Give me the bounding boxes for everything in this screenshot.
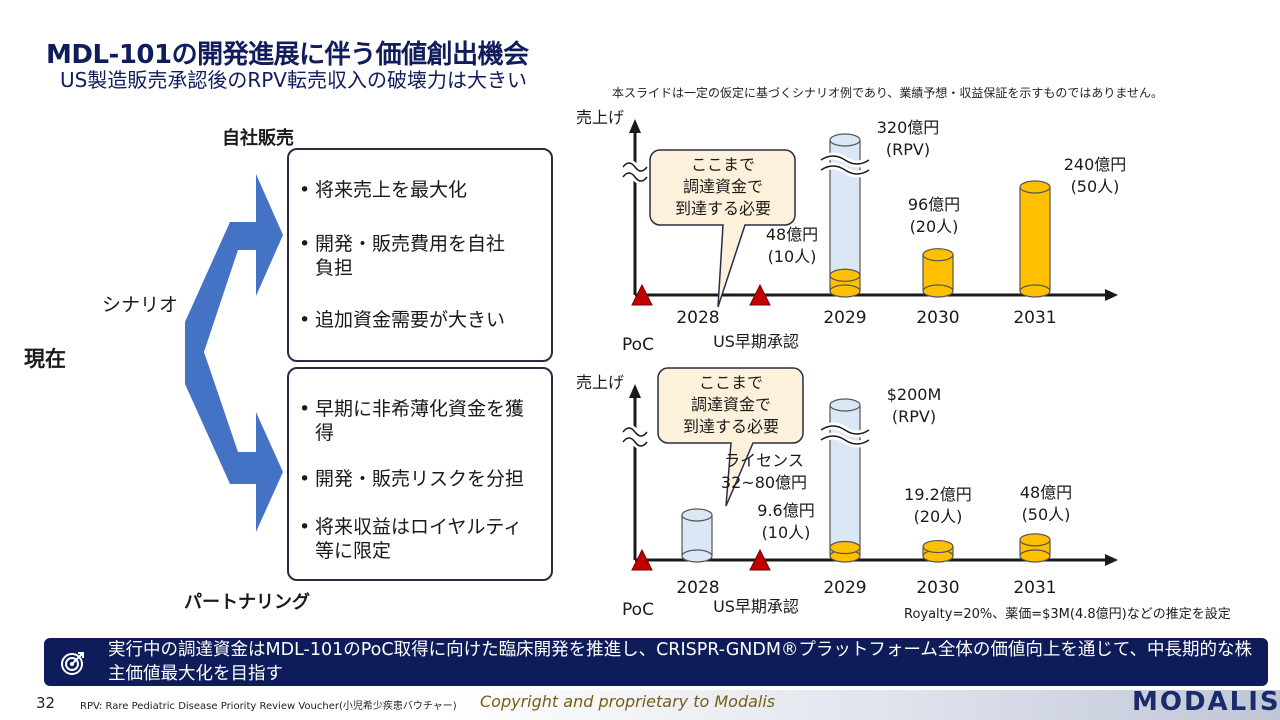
modalis-logo[interactable]: MODALIS — [1132, 687, 1280, 717]
footnote: RPV: Rare Pediatric Disease Priority Rev… — [80, 701, 457, 712]
bullet-item: •開発・販売リスクを分担 — [299, 468, 525, 490]
x-axis-arrow — [1105, 554, 1118, 566]
data-label: 48億円(10人) — [766, 225, 818, 266]
target-icon — [61, 652, 84, 675]
bar — [922, 539, 954, 563]
scenario-label: シナリオ — [102, 294, 179, 316]
x-tick-label: 2028 — [676, 308, 719, 328]
data-label: 320億円(RPV) — [877, 118, 940, 159]
current-label: 現在 — [24, 347, 66, 371]
bar-break-mark — [820, 425, 870, 445]
y-axis-arrow — [629, 119, 641, 133]
page-title: MDL-101の開発進展に伴う価値創出機会 — [46, 40, 529, 70]
callout-text: ここまで調達資金で到達する必要 — [675, 155, 771, 218]
x-tick-label: 2029 — [823, 308, 866, 328]
milestone-label: US早期承認 — [713, 597, 799, 616]
banner-text: 実行中の調達資金はMDL-101のPoC取得に向けた臨床開発を推進し、CRISP… — [108, 640, 1253, 684]
x-tick-label: 2031 — [1013, 308, 1056, 328]
bar-break-mark — [820, 155, 870, 175]
milestone-marker — [631, 548, 653, 571]
milestone-marker — [749, 548, 771, 571]
data-label: 19.2億円(20人) — [904, 485, 972, 526]
bullet-item: •将来売上を最大化 — [299, 179, 468, 201]
milestone-label: PoC — [622, 335, 654, 355]
axis-break-mark — [622, 427, 648, 447]
y-axis-arrow — [629, 384, 641, 398]
self-sales-title: 自社販売 — [222, 128, 294, 149]
y-axis-label: 売上げ — [576, 108, 624, 127]
axis-break-mask — [620, 424, 650, 450]
copyright: Copyright and proprietary to Modalis — [480, 692, 776, 711]
milestone-label: PoC — [622, 600, 654, 620]
x-tick-label: 2031 — [1013, 578, 1056, 598]
callout-box — [649, 149, 796, 308]
milestone-marker — [631, 283, 653, 306]
bullet-item: •早期に非希薄化資金を獲 得 — [299, 398, 525, 444]
bullet-item: •追加資金需要が大きい — [299, 309, 506, 331]
data-label: 96億円(20人) — [908, 195, 960, 236]
self-sales-box: •将来売上を最大化 •開発・販売費用を自社 負担 •追加資金需要が大きい — [287, 148, 553, 362]
x-tick-label: 2028 — [676, 578, 719, 598]
rpv-bar — [829, 398, 861, 555]
x-tick-label: 2030 — [916, 308, 959, 328]
scenario-branch-arrow — [185, 174, 283, 532]
bar — [829, 268, 861, 298]
x-tick-label: 2030 — [916, 578, 959, 598]
data-label: 240億円(50人) — [1064, 155, 1127, 196]
footer-bar — [0, 690, 1280, 720]
bar — [829, 540, 861, 563]
y-axis-label: 売上げ — [576, 373, 624, 392]
axis-break-mask — [620, 159, 650, 185]
partnering-title: パートナリング — [184, 592, 310, 613]
bar — [1019, 533, 1051, 563]
bar — [1019, 180, 1051, 298]
callout-box — [657, 367, 804, 507]
callout-text: ここまで調達資金で到達する必要 — [683, 373, 779, 436]
bottom-banner: 実行中の調達資金はMDL-101のPoC取得に向けた臨床開発を推進し、CRISP… — [44, 638, 1268, 686]
x-tick-label: 2029 — [823, 578, 866, 598]
license-bar — [681, 508, 713, 563]
data-label: 9.6億円(10人) — [757, 501, 814, 542]
data-label: 48億円(50人) — [1020, 483, 1072, 524]
page-number: 32 — [36, 694, 56, 712]
bullet-item: •開発・販売費用を自社 負担 — [299, 233, 506, 279]
axis-break-mark — [622, 162, 648, 182]
data-label: $200M(RPV) — [887, 385, 942, 426]
bar — [922, 248, 954, 298]
milestone-label: US早期承認 — [713, 332, 799, 351]
milestone-marker — [749, 283, 771, 306]
x-axis-arrow — [1105, 289, 1118, 301]
branch-shape — [185, 174, 283, 532]
partnering-box: •早期に非希薄化資金を獲 得 •開発・販売リスクを分担 •将来収益はロイヤルティ… — [287, 367, 553, 581]
disclaimer: 本スライドは一定の仮定に基づくシナリオ例であり、業績予想・収益保証を示すものでは… — [612, 86, 1164, 100]
page-subtitle: US製造販売承認後のRPV転売収入の破壊力は大きい — [60, 68, 527, 92]
bullet-item: •将来収益はロイヤルティ 等に限定 — [299, 516, 523, 562]
chart-note: Royalty=20%、薬価=$3M(4.8億円)などの推定を設定 — [904, 607, 1231, 622]
